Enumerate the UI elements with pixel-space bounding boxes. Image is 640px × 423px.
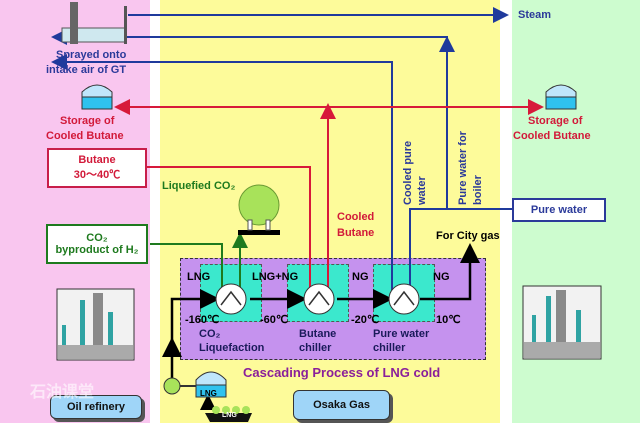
cooled-pure-water-label-2: water [416, 176, 428, 205]
stage-3-name-1: Pure water [373, 328, 430, 340]
stage-4-temp: 10℃ [436, 314, 461, 326]
cooled-pure-water-label-1: Cooled pure [402, 140, 414, 205]
stage-2-temp: -60℃ [260, 314, 289, 326]
co2-label: CO₂ [86, 232, 108, 244]
co2-source-box: CO₂ byproduct of H₂ [46, 224, 148, 264]
lng-tank-icon [195, 371, 227, 398]
pump-icon [163, 377, 196, 395]
lng-ship-label: LNG [222, 412, 237, 419]
pure-water-source-box: Pure water [512, 198, 606, 222]
storage-left-label-1: Storage of [60, 115, 115, 127]
stage-1-name-2: Liquefaction [199, 342, 265, 354]
stage-4-stream: NG [433, 271, 450, 283]
co2-sphere-tank-icon [238, 184, 280, 235]
pure-water-label: Pure water [530, 204, 588, 216]
storage-right-label-1: Storage of [528, 115, 583, 127]
stage-2-name-2: chiller [299, 342, 332, 354]
storage-right-label-2: Cooled Butane [513, 130, 591, 142]
butane-temp: 30～40℃ [73, 169, 121, 181]
cooled-butane-label-2: Butane [337, 227, 375, 239]
stage-2-stream: LNG+NG [252, 271, 299, 283]
lng-tank-label: LNG [200, 389, 217, 398]
pure-water-boiler-label-1: Pure water for [457, 131, 469, 205]
gas-turbine-icon [61, 2, 127, 44]
oil-refinery-label: Oil refinery [50, 395, 142, 419]
cooled-butane-label-1: Cooled [337, 211, 375, 223]
heat-exchanger-icon [303, 283, 335, 315]
heat-exchanger-icon [215, 283, 247, 315]
butane-tank-left-icon [81, 84, 113, 110]
stage-3-name-2: chiller [373, 342, 406, 354]
city-gas-flow [420, 243, 480, 301]
steam-label: Steam [518, 9, 552, 21]
right-refinery-image [522, 285, 602, 360]
pure-water-boiler-label-2: boiler [472, 175, 484, 205]
co2-feed-line [150, 243, 223, 290]
co2-byproduct-label: byproduct of H₂ [55, 244, 139, 256]
butane-tank-right-icon [545, 84, 577, 110]
process-title: Cascading Process of LNG cold [243, 365, 441, 380]
pure-water-supply-line [409, 208, 512, 290]
stage-1-stream: LNG [187, 271, 211, 283]
butane-label: Butane [78, 154, 116, 166]
sprayed-label-1: Sprayed onto [56, 49, 127, 61]
lng-ship-icon [205, 406, 252, 422]
watermark: 石油课堂 [30, 384, 95, 401]
heat-exchanger-icon [388, 283, 420, 315]
butane-source-box: Butane 30～40℃ [47, 148, 147, 188]
stage-1-name-1: CO₂ [199, 328, 221, 340]
stage-2-name-1: Butane [299, 328, 337, 340]
stage-3-temp: -20℃ [351, 314, 380, 326]
cooled-pure-water-line [51, 54, 393, 290]
sprayed-label-2: intake air of GT [46, 64, 127, 76]
oil-refinery-image [56, 288, 135, 361]
osaka-gas-label: Osaka Gas [293, 390, 390, 420]
stage-1-temp: -160℃ [185, 314, 220, 326]
butane-feed-line [145, 166, 311, 290]
stage-3-stream: NG [352, 271, 369, 283]
liquefied-co2-label: Liquefied CO₂ [162, 180, 236, 192]
for-city-gas-label: For City gas [436, 230, 500, 242]
storage-left-label-2: Cooled Butane [46, 130, 124, 142]
